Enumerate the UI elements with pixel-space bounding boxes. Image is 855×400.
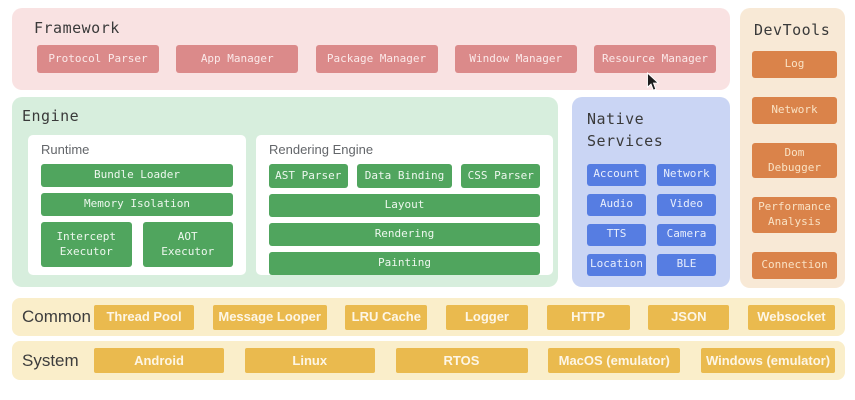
framework-title: Framework	[34, 19, 120, 37]
rendering-engine-label: Rendering Engine	[269, 142, 374, 157]
linux-button[interactable]: Linux	[244, 348, 375, 373]
system-band: System Android Linux RTOS MacOS (emulato…	[12, 341, 845, 380]
bundle-loader-button[interactable]: Bundle Loader	[41, 164, 233, 187]
log-button[interactable]: Log	[752, 50, 837, 78]
intercept-executor-button[interactable]: Intercept Executor	[41, 222, 132, 267]
rtos-button[interactable]: RTOS	[395, 348, 528, 373]
video-button[interactable]: Video	[657, 193, 716, 216]
package-manager-button[interactable]: Package Manager	[315, 45, 438, 73]
native-services-grid: Account Network Audio Video TTS Camera L…	[587, 163, 716, 276]
ast-parser-button[interactable]: AST Parser	[269, 164, 348, 188]
ble-button[interactable]: BLE	[657, 253, 716, 276]
framework-panel: Framework Protocol Parser App Manager Pa…	[12, 8, 730, 90]
camera-button[interactable]: Camera	[657, 223, 716, 246]
rendering-top-row: AST Parser Data Binding CSS Parser	[269, 164, 541, 188]
audio-button[interactable]: Audio	[587, 193, 646, 216]
layout-button[interactable]: Layout	[269, 194, 540, 217]
websocket-button[interactable]: Websocket	[747, 304, 835, 330]
account-button[interactable]: Account	[587, 163, 646, 186]
devtools-title: DevTools	[754, 21, 831, 39]
common-button-row: Thread Pool Message Looper LRU Cache Log…	[94, 304, 835, 330]
engine-panel: Engine Runtime Bundle Loader Memory Isol…	[12, 97, 558, 287]
common-label: Common	[22, 307, 91, 326]
aot-executor-button[interactable]: AOT Executor	[142, 222, 233, 267]
connection-button[interactable]: Connection	[752, 252, 837, 280]
dom-debugger-button[interactable]: Dom Debugger	[752, 142, 837, 179]
native-services-panel: Native Services Account Network Audio Vi…	[572, 97, 730, 287]
tts-button[interactable]: TTS	[587, 223, 646, 246]
thread-pool-button[interactable]: Thread Pool	[94, 304, 194, 330]
framework-button-row: Protocol Parser App Manager Package Mana…	[37, 45, 716, 73]
memory-isolation-button[interactable]: Memory Isolation	[41, 193, 233, 216]
http-button[interactable]: HTTP	[546, 304, 630, 330]
runtime-split-row: Intercept Executor AOT Executor	[41, 222, 233, 267]
engine-title: Engine	[22, 107, 80, 125]
runtime-label: Runtime	[41, 142, 90, 157]
network-service-button[interactable]: Network	[657, 163, 716, 186]
windows-emulator-button[interactable]: Windows (emulator)	[701, 348, 835, 373]
devtools-panel: DevTools Log Network Dom Debugger Perfor…	[740, 8, 845, 288]
system-label: System	[22, 350, 79, 370]
css-parser-button[interactable]: CSS Parser	[461, 164, 541, 188]
lru-cache-button[interactable]: LRU Cache	[345, 304, 428, 330]
location-button[interactable]: Location	[587, 253, 646, 276]
painting-button[interactable]: Painting	[269, 252, 540, 275]
rendering-button[interactable]: Rendering	[269, 223, 540, 246]
window-manager-button[interactable]: Window Manager	[454, 45, 577, 73]
logger-button[interactable]: Logger	[445, 304, 528, 330]
devtools-button-column: Log Network Dom Debugger Performance Ana…	[752, 50, 837, 280]
network-button[interactable]: Network	[752, 96, 837, 124]
android-button[interactable]: Android	[94, 348, 224, 373]
rendering-engine-box: Rendering Engine AST Parser Data Binding…	[256, 135, 553, 275]
protocol-parser-button[interactable]: Protocol Parser	[37, 45, 159, 73]
native-services-title: Native Services	[587, 110, 664, 150]
app-manager-button[interactable]: App Manager	[176, 45, 299, 73]
runtime-box: Runtime Bundle Loader Memory Isolation I…	[28, 135, 246, 275]
json-button[interactable]: JSON	[648, 304, 730, 330]
resource-manager-button[interactable]: Resource Manager	[594, 45, 716, 73]
macos-emulator-button[interactable]: MacOS (emulator)	[548, 348, 681, 373]
message-looper-button[interactable]: Message Looper	[212, 304, 327, 330]
performance-analysis-button[interactable]: Performance Analysis	[752, 197, 837, 234]
data-binding-button[interactable]: Data Binding	[356, 164, 453, 188]
system-button-row: Android Linux RTOS MacOS (emulator) Wind…	[94, 348, 835, 373]
common-band: Common Thread Pool Message Looper LRU Ca…	[12, 298, 845, 336]
